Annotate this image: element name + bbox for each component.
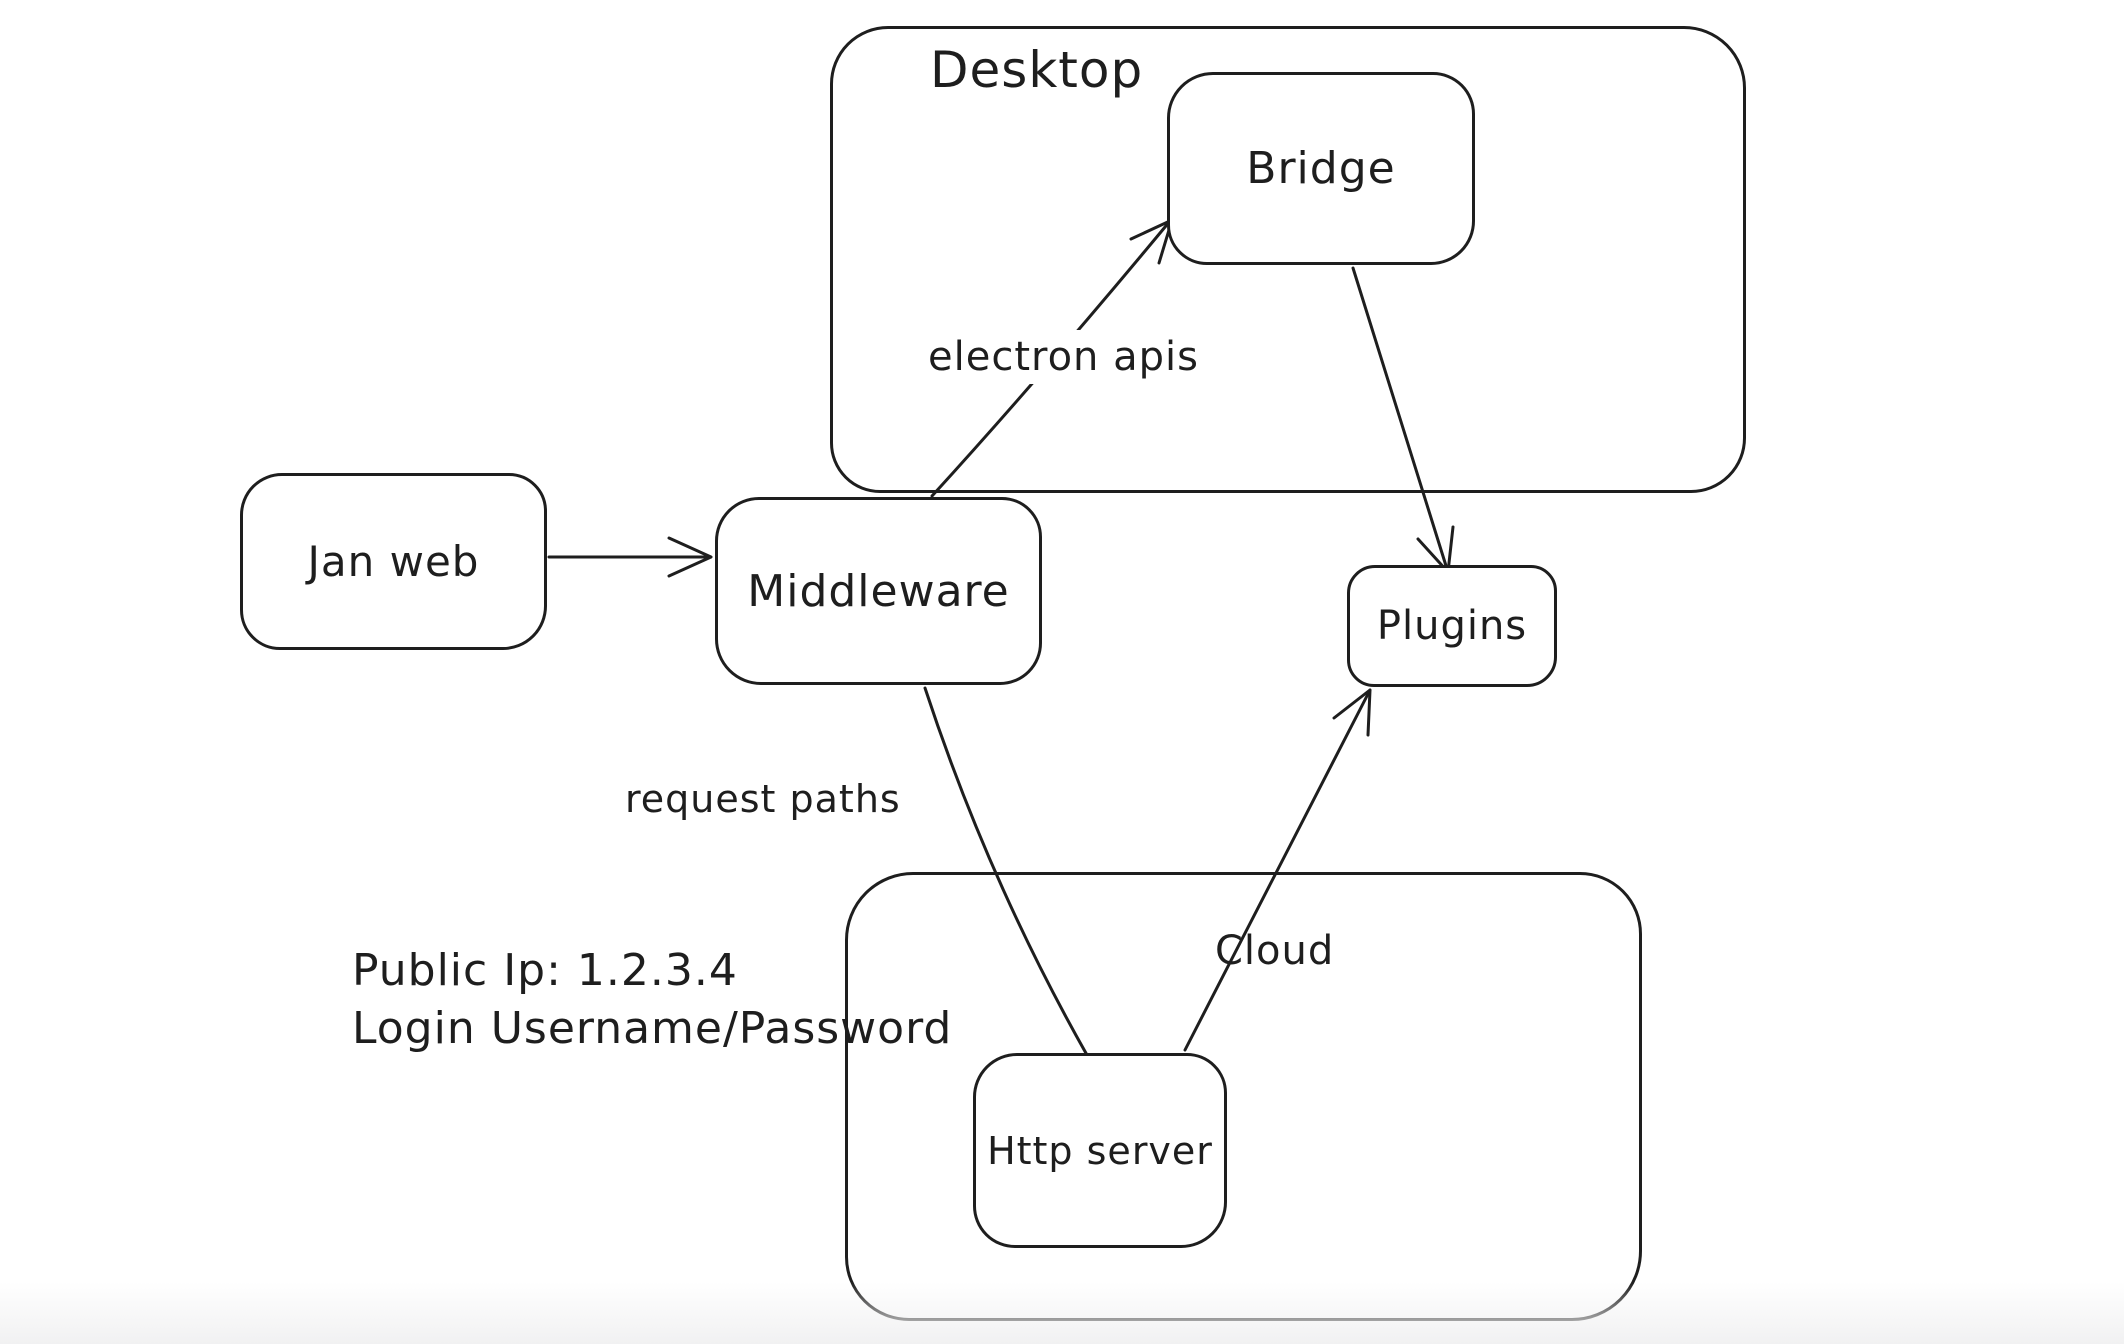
electron-apis-edge-label[interactable]: electron apis bbox=[920, 330, 1207, 384]
line-middleware-to-httpserver[interactable] bbox=[923, 686, 1089, 1057]
bridge-node[interactable]: Bridge bbox=[1167, 72, 1475, 265]
http-server-node[interactable]: Http server bbox=[973, 1053, 1227, 1248]
middleware-label: Middleware bbox=[747, 565, 1010, 617]
plugins-label: Plugins bbox=[1376, 603, 1528, 649]
jan-web-label: Jan web bbox=[307, 537, 480, 586]
request-paths-edge-label[interactable]: request paths bbox=[625, 777, 901, 821]
login-credentials-annotation[interactable]: Login Username/Password bbox=[352, 1003, 953, 1054]
desktop-container-label[interactable]: Desktop bbox=[930, 41, 1144, 99]
public-ip-annotation[interactable]: Public Ip: 1.2.3.4 bbox=[352, 945, 738, 996]
plugins-node[interactable]: Plugins bbox=[1347, 565, 1557, 687]
desktop-container[interactable] bbox=[830, 26, 1746, 493]
middleware-node[interactable]: Middleware bbox=[715, 497, 1042, 685]
arrow-janweb-to-middleware[interactable] bbox=[547, 536, 713, 578]
bridge-label: Bridge bbox=[1246, 143, 1396, 194]
jan-web-node[interactable]: Jan web bbox=[240, 473, 547, 650]
http-server-label: Http server bbox=[987, 1128, 1213, 1173]
arrow-httpserver-to-plugins[interactable] bbox=[1183, 688, 1372, 1052]
cloud-container-label[interactable]: Cloud bbox=[1215, 928, 1335, 974]
